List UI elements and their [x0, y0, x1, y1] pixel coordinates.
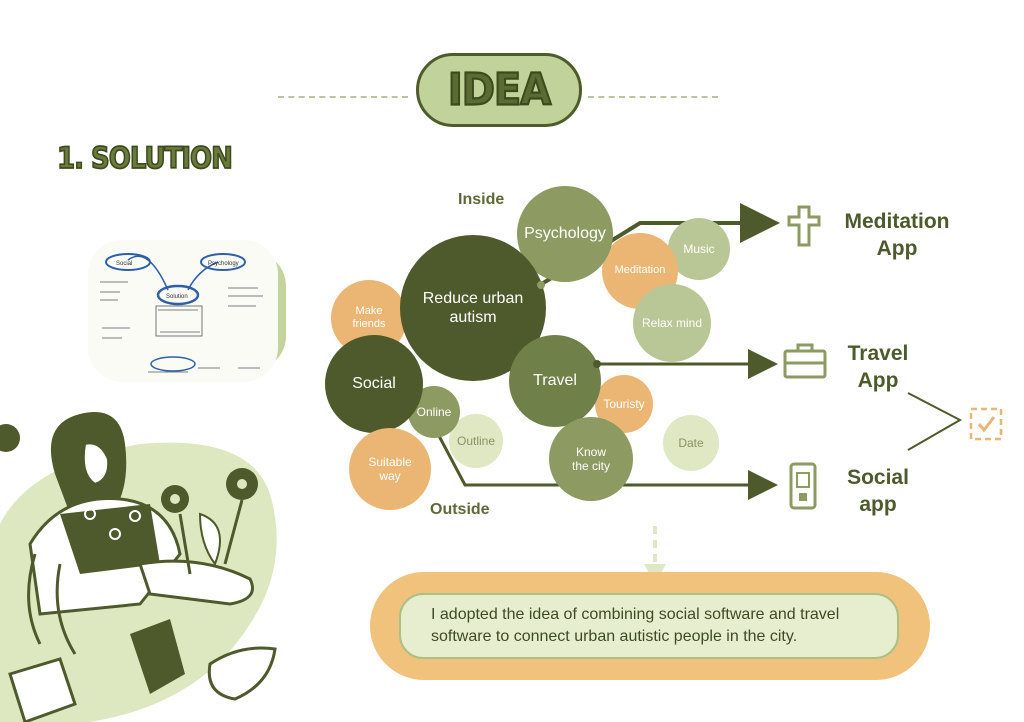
- node-social: Social: [325, 335, 423, 433]
- section-heading: 1. SOLUTION: [56, 141, 233, 176]
- node-relax-mind: Relax mind: [633, 284, 711, 362]
- phone-icon: [789, 462, 817, 510]
- node-date: Date: [663, 415, 719, 471]
- title-dash-left: [278, 96, 408, 98]
- arrow-origin-dot: [537, 281, 545, 289]
- title-dash-right: [588, 96, 718, 98]
- person-illustration: [0, 412, 277, 722]
- node-travel: Travel: [509, 335, 601, 427]
- node-touristy: Touristy: [595, 375, 653, 433]
- node-online: Online: [408, 386, 460, 438]
- node-outline: Outline: [449, 414, 503, 468]
- node-suitable-way: Suitable way: [349, 428, 431, 510]
- outside-label: Outside: [430, 501, 490, 518]
- node-know-the-city: Know the city: [549, 417, 633, 501]
- sketch-center: Solution: [166, 294, 188, 300]
- cross-icon: [787, 205, 821, 247]
- conclusion-text: I adopted the idea of combining social s…: [431, 606, 840, 645]
- arrow-origin-dot: [593, 360, 601, 368]
- checkbox-icon: [969, 407, 1003, 441]
- sketch-node2: Psychology: [208, 261, 239, 267]
- page-title: IDEA: [447, 64, 552, 117]
- node-music: Music: [668, 218, 730, 280]
- sketch-node1: Social: [116, 261, 132, 267]
- title-pill: IDEA: [416, 53, 582, 127]
- briefcase-icon: [783, 343, 827, 379]
- conclusion-box: I adopted the idea of combining social s…: [399, 593, 899, 659]
- sketch-drawing: Social Psychology Solution: [100, 253, 263, 373]
- inside-label: Inside: [458, 191, 505, 208]
- sketch-image: Social Psychology Solution: [88, 240, 278, 382]
